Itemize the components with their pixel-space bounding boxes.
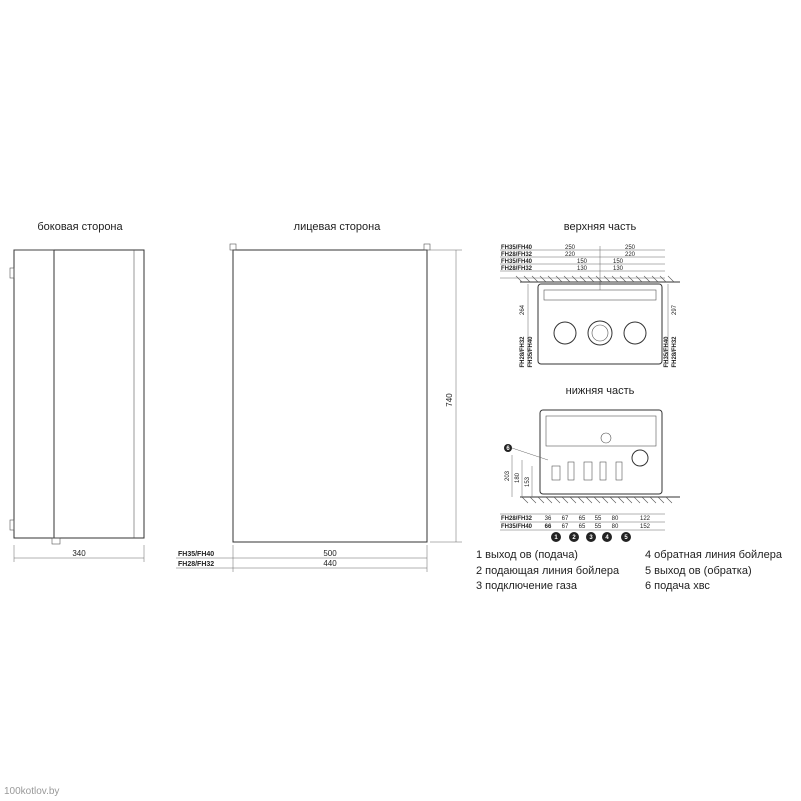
b2v0: 66: [545, 524, 552, 530]
front-w1-dim: 500: [323, 549, 337, 558]
front-body: [232, 249, 428, 543]
b2v1: 67: [562, 524, 569, 530]
side-width-dim: 340: [72, 549, 86, 558]
top-row2-model: FH28/FH32: [501, 252, 533, 258]
top-view-title: верхняя часть: [564, 221, 637, 233]
marker-4: [602, 532, 612, 542]
top-view: верхняя часть FH35/FH40 250 250 FH28/FH3…: [500, 221, 680, 368]
top-row2-a: 220: [565, 252, 576, 258]
front-w1-model: FH35/FH40: [178, 551, 214, 558]
callout-6-label: 6: [506, 446, 510, 452]
watermark: 100kotlov.by: [4, 786, 60, 797]
b2v2: 65: [579, 524, 586, 530]
b1v2: 65: [579, 516, 586, 522]
front-w2-model: FH28/FH32: [178, 561, 214, 568]
top-flue: [587, 320, 613, 346]
b1v1: 67: [562, 516, 569, 522]
front-view: лицевая сторона 740 FH35/FH40 500 FH28/F…: [176, 221, 462, 572]
top-row1-model: FH35/FH40: [501, 245, 533, 251]
top-vert-left-model2: FH35/FH40: [528, 336, 534, 368]
top-vert-297: 297: [672, 304, 678, 315]
legend-right: 4 обратная линия бойлера 5 выход ов (обр…: [645, 548, 782, 595]
height-dim: 740: [445, 393, 454, 407]
marker-5-label: 5: [624, 535, 628, 541]
legend-item-6: 6 подача хвс: [645, 580, 710, 592]
front-view-title: лицевая сторона: [294, 221, 382, 233]
top-row3-a: 150: [577, 259, 588, 265]
top-pipe-left: [553, 321, 577, 345]
legend-item-5: 5 выход ов (обратка): [645, 564, 752, 577]
top-vert-left-model: FH28/FH32: [520, 336, 526, 368]
b2v5: 152: [640, 524, 651, 530]
side-view: боковая сторона 340: [9, 221, 145, 562]
marker-3-label: 3: [589, 535, 593, 541]
b2v4: 80: [612, 524, 619, 530]
marker-4-label: 4: [605, 535, 609, 541]
connection-markers: 1 2 3 4 5: [551, 532, 631, 542]
marker-3: [586, 532, 596, 542]
callout-6: [504, 444, 512, 452]
top-row1-a: 250: [565, 245, 576, 251]
side-view-title: боковая сторона: [37, 221, 123, 233]
side-body: [13, 249, 145, 539]
bottom-vert-180: 180: [515, 472, 521, 483]
b1v5: 122: [640, 516, 651, 522]
top-body: [537, 283, 663, 365]
top-vert-right-model2: FH28/FH32: [672, 336, 678, 368]
front-w2-dim: 440: [323, 559, 337, 568]
bottom-vert-153: 153: [525, 476, 531, 487]
b1v4: 80: [612, 516, 619, 522]
top-row3-b: 150: [613, 259, 624, 265]
bottom-row2-model: FH35/FH40: [501, 524, 533, 530]
marker-1-label: 1: [554, 535, 558, 541]
b1v0: 36: [545, 516, 552, 522]
marker-2-label: 2: [572, 535, 576, 541]
top-vert-264: 264: [520, 304, 526, 315]
legend-item-1: 1 выход ов (подача): [476, 549, 578, 561]
bottom-body: [539, 409, 663, 495]
bottom-view-title: нижняя часть: [566, 385, 635, 397]
bottom-vert-203: 203: [505, 470, 511, 481]
bottom-view: нижняя часть 6 203 180 153 FH28/FH32 36 …: [500, 385, 680, 542]
top-row1-b: 250: [625, 245, 636, 251]
b2v3: 55: [595, 524, 602, 530]
top-row4-model: FH28/FH32: [501, 266, 533, 272]
top-vert-right-model1: FH35/FH40: [664, 336, 670, 368]
marker-1: [551, 532, 561, 542]
top-pipe-right: [623, 321, 647, 345]
b1v3: 55: [595, 516, 602, 522]
legend-left: 1 выход ов (подача) 2 подающая линия бой…: [476, 548, 619, 595]
top-row4-a: 130: [577, 266, 588, 272]
top-row2-b: 220: [625, 252, 636, 258]
legend-item-2: 2 подающая линия бойлера: [476, 564, 620, 577]
legend-item-4: 4 обратная линия бойлера: [645, 549, 782, 561]
legend-item-3: 3 подключение газа: [476, 580, 577, 592]
marker-5: [621, 532, 631, 542]
top-row4-b: 130: [613, 266, 624, 272]
marker-2: [569, 532, 579, 542]
top-row3-model: FH35/FH40: [501, 259, 533, 265]
bottom-row1-model: FH28/FH32: [501, 516, 533, 522]
